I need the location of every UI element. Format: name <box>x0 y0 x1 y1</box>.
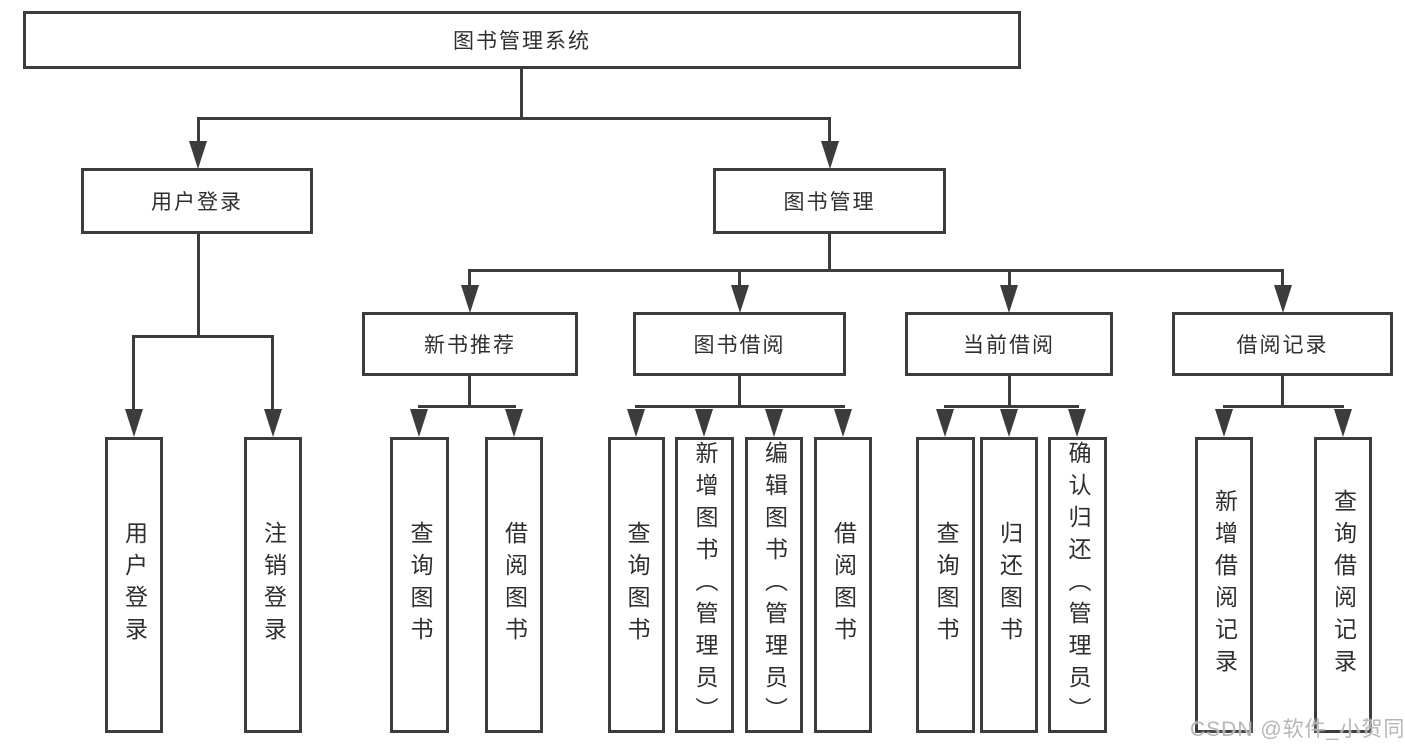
node-user-login-label: 用户登录 <box>151 191 243 214</box>
arrow-down-icon <box>125 409 143 437</box>
connector-line <box>1008 269 1011 286</box>
node-new-book-recommend-label: 新书推荐 <box>424 334 516 357</box>
arrow-down-icon <box>264 409 282 437</box>
arrow-down-icon <box>1068 409 1086 437</box>
leaf-borrowing-edit-books-admin-label: 编辑图书（管理员） <box>761 441 788 729</box>
node-borrowing-records-label: 借阅记录 <box>1236 334 1329 357</box>
connector-line <box>1008 376 1011 407</box>
node-borrowing-records: 借阅记录 <box>1172 312 1393 376</box>
leaf-newbooks-query-books: 查询图书 <box>390 437 449 733</box>
connector-line <box>1223 405 1344 408</box>
arrow-down-icon <box>1274 285 1292 313</box>
connector-line <box>738 269 741 286</box>
arrow-down-icon <box>410 409 428 437</box>
connector-line <box>468 269 471 286</box>
leaf-records-add-record-label: 新增借阅记录 <box>1211 489 1238 681</box>
leaf-borrowing-edit-books-admin: 编辑图书（管理员） <box>745 437 803 733</box>
leaf-records-query-record: 查询借阅记录 <box>1314 437 1372 733</box>
arrow-down-icon <box>695 409 713 437</box>
node-user-login: 用户登录 <box>81 168 313 234</box>
node-book-borrowing-label: 图书借阅 <box>693 334 786 357</box>
connector-line <box>418 405 516 408</box>
connector-line <box>468 376 471 407</box>
leaf-current-return-books: 归还图书 <box>980 437 1038 733</box>
leaf-user-login-label: 用户登录 <box>121 521 148 649</box>
leaf-newbooks-borrow-books-label: 借阅图书 <box>501 521 528 649</box>
arrow-down-icon <box>189 141 207 169</box>
leaf-borrowing-query-books-label: 查询图书 <box>624 521 650 649</box>
node-book-borrowing: 图书借阅 <box>633 312 846 376</box>
node-current-borrowing-label: 当前借阅 <box>963 334 1055 357</box>
arrow-down-icon <box>461 285 479 313</box>
leaf-current-confirm-return-admin: 确认归还（管理员） <box>1048 437 1107 733</box>
arrow-down-icon <box>765 409 783 437</box>
leaf-current-query-books-label: 查询图书 <box>933 521 959 649</box>
node-book-management-label: 图书管理 <box>783 191 876 214</box>
node-current-borrowing: 当前借阅 <box>905 312 1113 376</box>
connector-line <box>944 405 1079 408</box>
arrow-down-icon <box>627 409 645 437</box>
leaf-records-add-record: 新增借阅记录 <box>1195 437 1253 733</box>
connector-line <box>469 269 1282 272</box>
leaf-borrowing-add-books-admin-label: 新增图书（管理员） <box>692 441 718 729</box>
leaf-logout: 注销登录 <box>244 437 302 733</box>
leaf-current-query-books: 查询图书 <box>916 437 975 733</box>
arrow-down-icon <box>1215 409 1233 437</box>
connector-line <box>197 234 200 337</box>
leaf-user-login: 用户登录 <box>105 437 163 733</box>
watermark: CSDN @软件_小贺同学 <box>1190 718 1405 741</box>
connector-line <box>635 405 845 408</box>
leaf-newbooks-borrow-books: 借阅图书 <box>485 437 543 733</box>
leaf-current-return-books-label: 归还图书 <box>996 521 1023 649</box>
leaf-borrowing-query-books: 查询图书 <box>608 437 665 733</box>
connector-line <box>132 335 274 338</box>
arrow-down-icon <box>1000 285 1018 313</box>
arrow-down-icon <box>731 285 749 313</box>
leaf-current-confirm-return-admin-label: 确认归还（管理员） <box>1065 441 1091 729</box>
connector-line <box>197 117 200 143</box>
leaf-logout-label: 注销登录 <box>260 521 287 649</box>
arrow-down-icon <box>821 141 839 169</box>
arrow-down-icon <box>1000 409 1018 437</box>
node-root-label: 图书管理系统 <box>453 30 591 53</box>
connector-line <box>197 117 831 120</box>
connector-line <box>271 335 274 411</box>
connector-line <box>1281 269 1284 286</box>
connector-line <box>132 335 135 411</box>
leaf-borrowing-borrow-books: 借阅图书 <box>814 437 872 733</box>
leaf-records-query-record-label: 查询借阅记录 <box>1330 489 1357 681</box>
connector-line <box>738 376 741 407</box>
leaf-newbooks-query-books-label: 查询图书 <box>407 521 433 649</box>
leaf-borrowing-add-books-admin: 新增图书（管理员） <box>675 437 734 733</box>
node-root: 图书管理系统 <box>23 11 1021 69</box>
arrow-down-icon <box>834 409 852 437</box>
node-book-management: 图书管理 <box>713 168 946 234</box>
connector-line <box>828 117 831 143</box>
arrow-down-icon <box>936 409 954 437</box>
connector-line <box>1281 376 1284 407</box>
arrow-down-icon <box>505 409 523 437</box>
node-new-book-recommend: 新书推荐 <box>362 312 578 376</box>
connector-line <box>520 69 523 119</box>
arrow-down-icon <box>1334 409 1352 437</box>
connector-line <box>828 234 831 271</box>
leaf-borrowing-borrow-books-label: 借阅图书 <box>830 521 857 649</box>
